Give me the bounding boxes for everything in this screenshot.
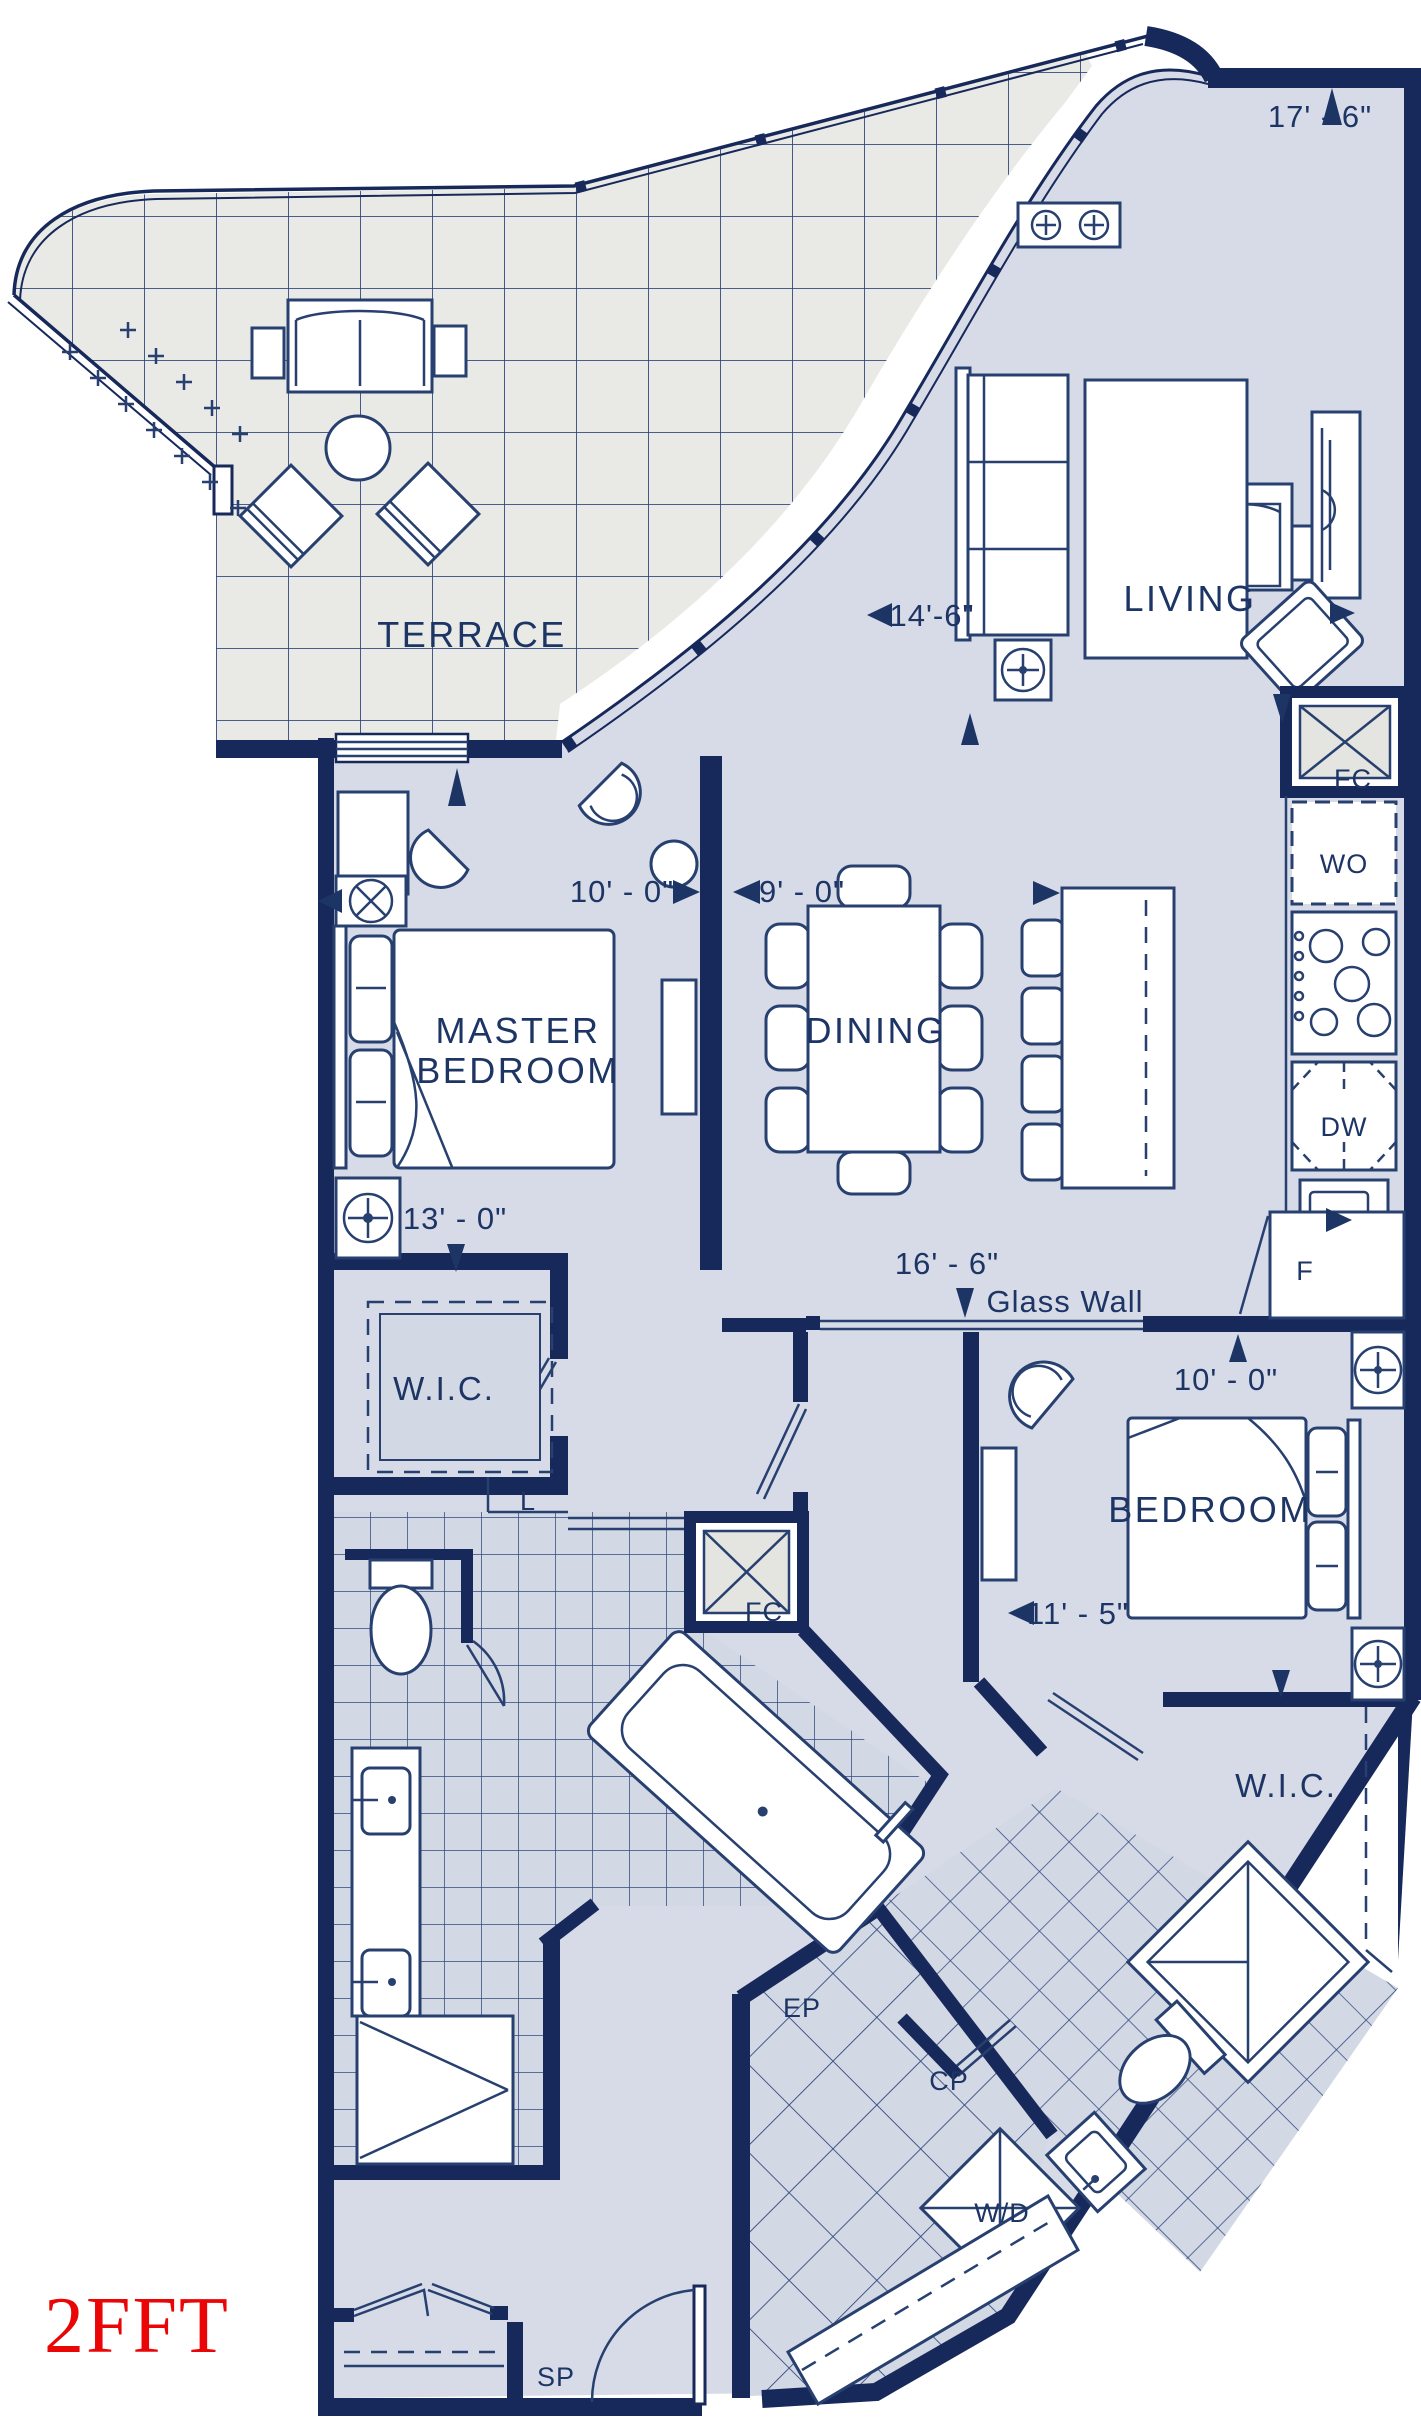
dim-top-width: 17' - 6" — [1268, 99, 1372, 134]
dim-dining-width: 9' - 0" — [759, 874, 845, 909]
bedroom2-furniture — [980, 1330, 1406, 1702]
living-junction-box — [993, 638, 1053, 702]
glass-wall-note: Glass Wall — [987, 1284, 1144, 1319]
linen-label: L — [520, 1486, 536, 1516]
bedroom2-label: BEDROOM — [1108, 1489, 1312, 1530]
terrace-furniture — [237, 298, 482, 570]
wall-oven-label: WO — [1320, 849, 1369, 879]
wic2-label: W.I.C. — [1235, 1767, 1337, 1804]
kitchen-island — [1020, 886, 1176, 1190]
dining-label: DINING — [806, 1010, 947, 1051]
entry-closet-strip — [785, 2193, 1081, 2407]
living-fan-coil — [1280, 686, 1410, 798]
dishwasher — [1290, 1060, 1398, 1172]
entry-closet-label: EP — [783, 1993, 821, 2023]
tv-console — [1310, 410, 1362, 600]
terrace-floor — [14, 54, 1092, 740]
wic1-shelving — [366, 1300, 790, 1531]
dishwasher-label: DW — [1321, 1112, 1368, 1142]
coat-closet-label: CP — [929, 2066, 969, 2096]
doors — [465, 1215, 1270, 2406]
dimension-arrows — [447, 88, 1355, 1698]
toilet2 — [1118, 1998, 1228, 2105]
bath2 — [897, 1839, 1371, 2214]
dim-living-width: 14'-6" — [890, 598, 975, 633]
terrace-label: TERRACE — [377, 614, 567, 655]
dim-bedroom-glass-length: 16' - 6" — [895, 1246, 999, 1281]
master-label-line1: MASTER — [435, 1010, 600, 1051]
living-label: LIVING — [1123, 578, 1256, 619]
sink2 — [1044, 2110, 1148, 2214]
cooktop — [1290, 910, 1398, 1056]
master-terrace-window — [334, 732, 470, 764]
living-glass-wall — [561, 68, 1209, 753]
rug — [1083, 378, 1249, 660]
entry-door — [590, 2284, 707, 2406]
bedroom2-junction-upper — [1350, 1330, 1406, 1410]
kitchen — [1268, 796, 1406, 1320]
wic1-label: W.I.C. — [393, 1370, 495, 1407]
living-furniture — [954, 201, 1410, 798]
unit-code: 2FFT — [44, 2282, 230, 2370]
master-fan-box — [318, 874, 408, 928]
master-thermostat-box — [334, 1176, 402, 1260]
bath2-floor — [880, 1788, 1398, 2272]
media-shelf — [1016, 201, 1122, 249]
sp-closet — [334, 2282, 523, 2414]
bath-storage — [355, 2014, 515, 2166]
bath-fan-coil — [684, 1511, 809, 1633]
fridge-label: F — [1296, 1256, 1314, 1286]
sofa-left — [954, 366, 1070, 642]
wic2-rod — [1364, 1707, 1393, 1973]
dim-bedroom-length: 11' - 5" — [1027, 1596, 1129, 1631]
fridge — [1268, 1210, 1406, 1320]
dim-master-length: 13' - 0" — [403, 1201, 507, 1236]
master-bedroom-furniture — [318, 761, 699, 1260]
terrace-railing — [7, 33, 1149, 516]
storage-label: SP — [537, 2362, 575, 2392]
bathtub — [586, 1630, 926, 1954]
bedroom2-junction-lower — [1350, 1626, 1406, 1702]
bedroom-glass-wall — [820, 1319, 1143, 1331]
master-bath — [345, 1511, 926, 2166]
dim-master-width: 10' - 0" — [570, 874, 674, 909]
master-label-line2: BEDROOM — [416, 1050, 620, 1091]
dining-furniture — [764, 864, 984, 1196]
interior-walls — [334, 756, 1413, 2398]
washer-dryer-label: W/D — [974, 2198, 1029, 2228]
fan-coil-living-label: FC — [1334, 764, 1372, 794]
fan-coil-bath-label: FC — [745, 1597, 783, 1627]
dim-bedroom-width: 10' - 0" — [1174, 1362, 1278, 1397]
railing-plus-marks — [62, 322, 248, 516]
